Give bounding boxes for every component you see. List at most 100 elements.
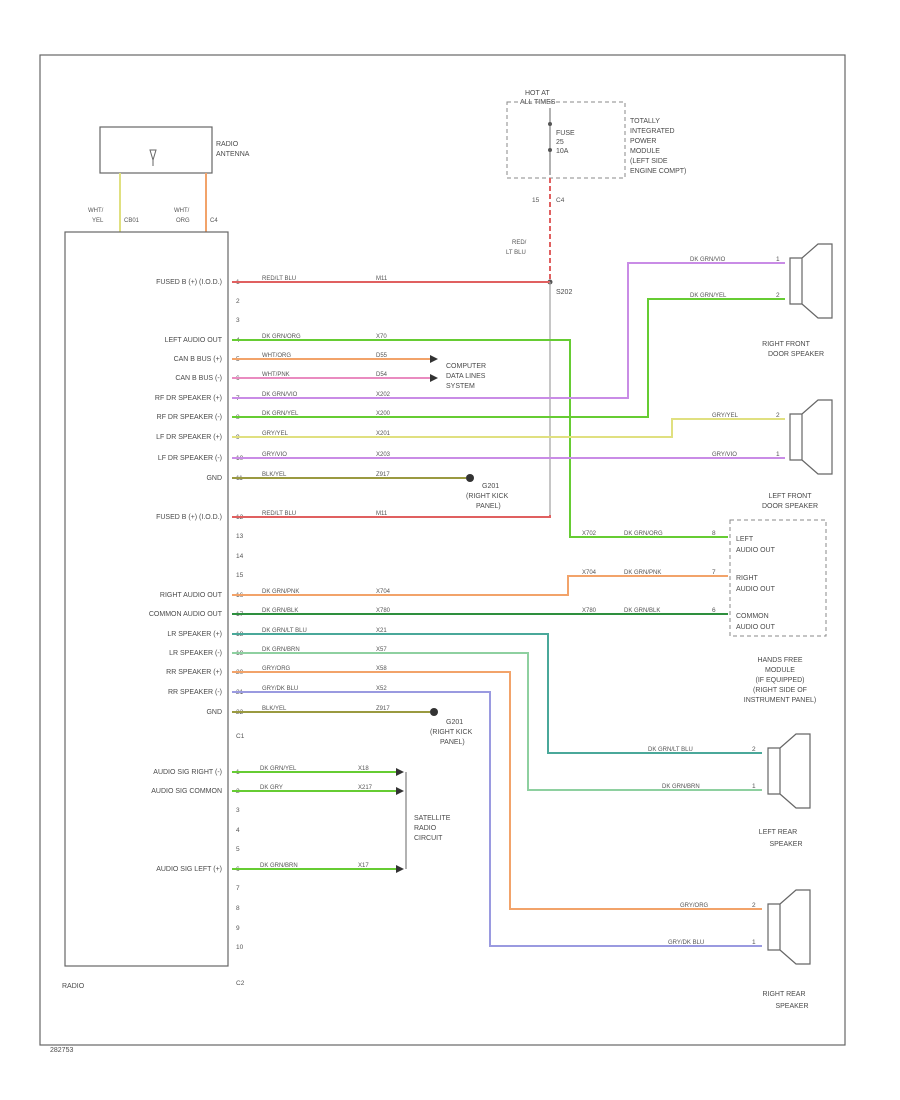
arrow-icon (396, 787, 404, 795)
svg-text:DOOR SPEAKER: DOOR SPEAKER (768, 351, 824, 358)
svg-text:G201: G201 (482, 483, 499, 490)
hfm-wire-label: DK GRN/ORG (624, 531, 663, 537)
speaker-pin-number: 1 (752, 939, 756, 946)
svg-text:C4: C4 (556, 197, 565, 204)
connector-c2: C2 (236, 980, 245, 987)
antenna-label-2: ANTENNA (216, 151, 250, 158)
radio-pin-label: LR SPEAKER (-) (169, 650, 222, 657)
speaker-pin-number: 2 (752, 746, 756, 753)
speaker-wire-label: GRY/DK BLU (668, 940, 704, 946)
hfm-pin-number: 7 (712, 569, 716, 576)
hfm-wire-label: DK GRN/PNK (624, 570, 661, 576)
circuit-label: X21 (376, 628, 387, 634)
radio-pin-number: 2 (236, 298, 240, 305)
footer-code: 282753 (50, 1047, 73, 1054)
circuit-label: M11 (376, 276, 388, 282)
radio-pin-label: LEFT AUDIO OUT (165, 337, 223, 344)
fuse-number: 25 (556, 139, 564, 146)
circuit-label: X17 (358, 863, 369, 869)
svg-text:INSTRUMENT PANEL): INSTRUMENT PANEL) (744, 697, 816, 704)
svg-text:MODULE: MODULE (765, 667, 795, 674)
svg-text:LEFT FRONT: LEFT FRONT (768, 493, 812, 500)
svg-text:COMPUTER: COMPUTER (446, 363, 486, 370)
antenna-label-1: RADIO (216, 141, 239, 148)
radio-pin-label: LF DR SPEAKER (-) (158, 455, 222, 462)
ground-icon (466, 474, 474, 482)
wire-color-label: WHT/PNK (262, 372, 290, 378)
svg-text:RIGHT: RIGHT (736, 575, 759, 582)
radio-pin-label: FUSED B (+) (I.O.D.) (156, 279, 222, 286)
svg-text:RIGHT REAR: RIGHT REAR (762, 991, 805, 998)
wire-color-label: RED/LT BLU (262, 276, 296, 282)
svg-text:SPEAKER: SPEAKER (769, 841, 802, 848)
wire-color-label: RED/LT BLU (262, 511, 296, 517)
arrow-icon (430, 374, 438, 382)
radio-pin-label: LF DR SPEAKER (+) (156, 434, 222, 441)
speaker-pin-number: 1 (752, 783, 756, 790)
speaker-pin-number: 1 (776, 256, 780, 263)
svg-text:CB01: CB01 (124, 218, 140, 224)
svg-text:LEFT: LEFT (736, 536, 754, 543)
circuit-label: X202 (376, 392, 391, 398)
radio-pin-label: RR SPEAKER (-) (168, 689, 222, 696)
wire-color-label: GRY/YEL (262, 431, 289, 437)
svg-text:LEFT REAR: LEFT REAR (759, 829, 797, 836)
speaker-left-rear: LEFT REAR SPEAKER (759, 733, 811, 848)
svg-text:DATA LINES: DATA LINES (446, 373, 486, 380)
hands-free-module: LEFT AUDIO OUT RIGHT AUDIO OUT COMMON AU… (729, 519, 827, 704)
speaker-wire-label: GRY/VIO (712, 452, 737, 458)
svg-text:C4: C4 (210, 218, 218, 224)
wire-color-label: GRY/ORG (262, 666, 291, 672)
svg-text:ORG: ORG (176, 218, 190, 224)
wire-color-label: DK GRN/PNK (262, 589, 299, 595)
speaker-wire-label: DK GRN/BRN (662, 784, 700, 790)
svg-text:LT BLU: LT BLU (506, 250, 526, 256)
svg-text:AUDIO OUT: AUDIO OUT (736, 624, 776, 631)
circuit-label: X201 (376, 431, 391, 437)
svg-text:(RIGHT KICK: (RIGHT KICK (430, 729, 473, 736)
speaker-wire-label: DK GRN/YEL (690, 293, 727, 299)
radio-pin-label: RR SPEAKER (+) (166, 669, 222, 676)
wire-color-label: DK GRY (260, 785, 283, 791)
svg-text:RED/: RED/ (512, 240, 527, 246)
circuit-label: M11 (376, 511, 388, 517)
speaker-wire-label: GRY/ORG (680, 903, 709, 909)
wire-color-label: DK GRN/LT BLU (262, 628, 307, 634)
sat-pin-number: 9 (236, 925, 240, 932)
svg-text:(IF EQUIPPED): (IF EQUIPPED) (755, 677, 804, 684)
speaker-pin-number: 2 (752, 902, 756, 909)
svg-text:(RIGHT KICK: (RIGHT KICK (466, 493, 509, 500)
sat-pin-label: AUDIO SIG COMMON (151, 788, 222, 795)
svg-text:RADIO: RADIO (414, 825, 437, 832)
hfm-pin-number: 6 (712, 607, 716, 614)
svg-text:SPEAKER: SPEAKER (775, 1003, 808, 1010)
sat-pin-number: 8 (236, 905, 240, 912)
fuse-label: FUSE (556, 130, 575, 137)
svg-text:TOTALLY: TOTALLY (630, 118, 660, 125)
wire-color-label: DK GRN/YEL (260, 766, 297, 772)
speaker-icon (767, 889, 811, 965)
svg-text:SATELLITE: SATELLITE (414, 815, 451, 822)
circuit-label: X57 (376, 647, 387, 653)
sat-pin-label: AUDIO SIG LEFT (+) (156, 866, 222, 873)
svg-text:WHT/: WHT/ (88, 208, 104, 214)
circuit-label: X702 (582, 531, 597, 537)
diagram-frame (39, 54, 846, 1046)
radio-box (64, 231, 229, 967)
fuse-rating: 10A (556, 148, 569, 155)
speaker-wire-label: DK GRN/VIO (690, 257, 726, 263)
circuit-label: X203 (376, 452, 391, 458)
speaker-wire-label: GRY/YEL (712, 413, 739, 419)
radio-pin-label: COMMON AUDIO OUT (149, 611, 223, 618)
svg-text:MODULE: MODULE (630, 148, 660, 155)
svg-text:15: 15 (532, 197, 540, 204)
hfm-pin-number: 8 (712, 530, 716, 537)
speaker-icon (767, 733, 811, 809)
speaker-wire-label: DK GRN/LT BLU (648, 747, 693, 753)
svg-text:PANEL): PANEL) (440, 739, 465, 746)
sat-pin-number: 7 (236, 885, 240, 892)
